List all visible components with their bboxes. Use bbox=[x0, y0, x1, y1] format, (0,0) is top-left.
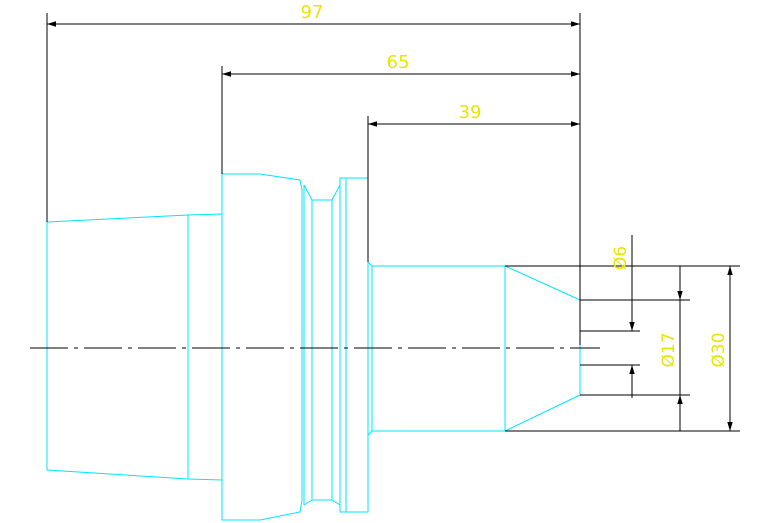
taper-section bbox=[46, 213, 223, 481]
dim-text-d30: Ø30 bbox=[709, 332, 729, 367]
collar bbox=[339, 177, 369, 513]
dim-text-d17: Ø17 bbox=[659, 332, 679, 367]
dim-text-97: 97 bbox=[301, 2, 324, 23]
dimension-lines bbox=[46, 13, 740, 432]
dim-text-39: 39 bbox=[459, 102, 482, 123]
groove bbox=[303, 184, 341, 506]
dim-text-d6: Ø6 bbox=[611, 246, 631, 270]
flange bbox=[221, 173, 303, 521]
dimension-labels: 97 65 39 Ø6 Ø17 Ø30 bbox=[301, 2, 729, 368]
part-outline bbox=[46, 173, 581, 521]
dim-text-65: 65 bbox=[387, 52, 410, 73]
